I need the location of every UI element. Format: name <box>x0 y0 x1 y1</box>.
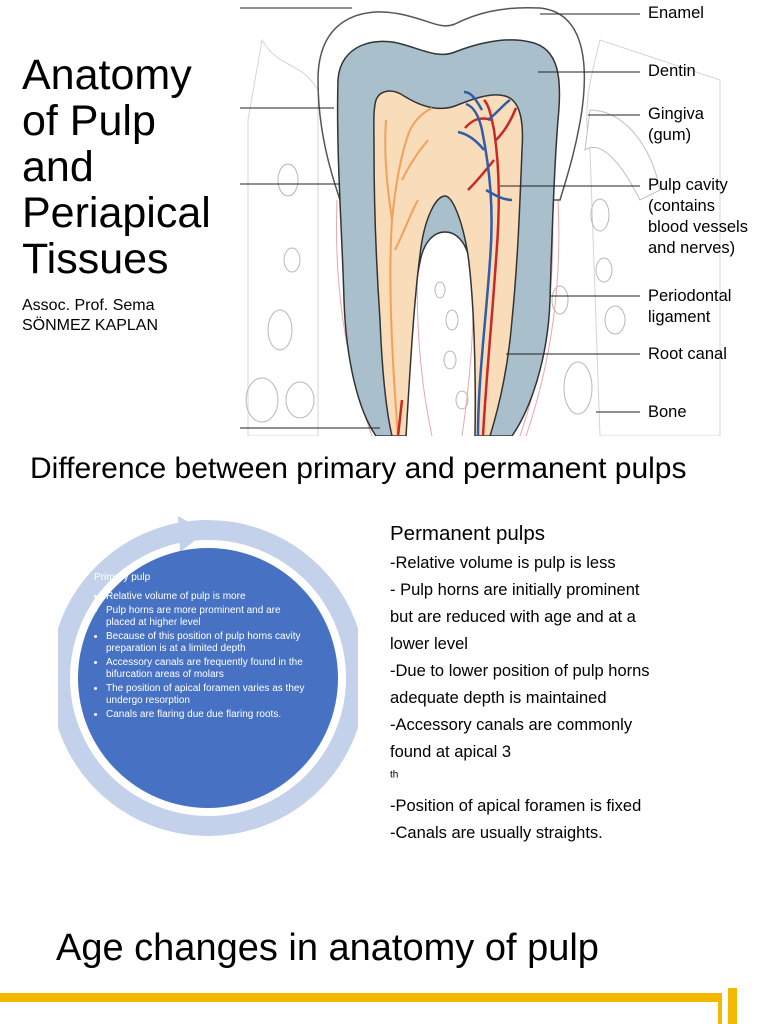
title-line: Tissues <box>22 235 169 283</box>
label-text: (contains <box>648 197 715 215</box>
list-item: adequate depth is maintained <box>390 689 607 707</box>
cycle-ring <box>58 520 358 836</box>
label-pulp-cavity: Pulp cavity (contains blood vessels and … <box>648 175 748 259</box>
slide-age-changes: Age changes in anatomy of pulp <box>0 866 768 1024</box>
list-item: -Due to lower position of pulp horns <box>390 662 650 680</box>
list-item: Accessory canals are frequently found in… <box>106 657 312 680</box>
list-item: - Pulp horns are initially prominent <box>390 581 640 599</box>
primary-pulp-disc <box>78 548 338 808</box>
title-line: of Pulp <box>22 97 156 145</box>
label-text: Enamel <box>648 4 704 22</box>
leader-lines <box>240 7 640 429</box>
pulp-shape <box>373 90 524 436</box>
primary-list: Relative volume of pulp is more Pulp hor… <box>84 591 312 721</box>
list-item: -Canals are usually straights. <box>390 824 603 842</box>
tooth-diagram <box>240 6 721 436</box>
cycle-graphic <box>58 516 358 836</box>
list-item: found at apical 3 th <box>390 739 750 793</box>
list-item: -Accessory canals are commonly <box>390 716 633 734</box>
title-line: Anatomy <box>22 51 192 99</box>
accent-bar-end <box>718 993 722 1024</box>
list-item: -Relative volume is pulp is less <box>390 554 616 572</box>
label-root-canal: Root canal <box>648 344 727 365</box>
gingiva-shape <box>584 109 661 201</box>
apex-vessels <box>396 399 404 436</box>
label-enamel: Enamel <box>648 3 704 24</box>
list-item: Relative volume of pulp is more <box>106 591 312 603</box>
label-gingiva: Gingiva (gum) <box>648 104 704 146</box>
label-periodontal-ligament: Periodontal ligament <box>648 286 731 328</box>
label-text: ligament <box>648 308 711 326</box>
author: Assoc. Prof. Sema SÖNMEZ KAPLAN <box>22 296 242 336</box>
title-line: and <box>22 143 94 191</box>
accent-bar-stripe <box>728 988 737 1024</box>
title-line: Periapical <box>22 189 211 237</box>
label-dentin: Dentin <box>648 61 696 82</box>
slide-primary-vs-permanent: Difference between primary and permanent… <box>0 436 768 866</box>
list-item: lower level <box>390 635 468 653</box>
list-item: but are reduced with age and at a <box>390 608 636 626</box>
dentin-shape <box>336 39 561 436</box>
ordinal-superscript: th <box>390 769 399 781</box>
slide-title: Difference between primary and permanent… <box>30 452 687 485</box>
label-text: (gum) <box>648 126 692 144</box>
list-item: Canals are flaring due due flaring roots… <box>106 709 312 721</box>
slide-title: Age changes in anatomy of pulp <box>56 927 599 969</box>
list-item-text: found at apical 3 <box>390 743 512 761</box>
primary-heading: Primary pulp <box>94 572 151 583</box>
primary-pulp-box: Primary pulp Relative volume of pulp is … <box>84 572 312 724</box>
slide-title: Anatomy of Pulp and Periapical Tissues <box>22 52 252 282</box>
cycle-arrow-head <box>178 516 206 552</box>
label-text: and nerves) <box>648 239 736 257</box>
label-text: Dentin <box>648 62 696 80</box>
nerve-fibers <box>384 107 433 436</box>
accent-bar <box>0 993 718 1002</box>
label-text: Bone <box>648 403 687 421</box>
list-item: -Position of apical foramen is fixed <box>390 797 642 815</box>
author-line: SÖNMEZ KAPLAN <box>22 317 159 334</box>
label-text: Root canal <box>648 345 727 363</box>
label-text: Pulp cavity <box>648 176 728 194</box>
author-line: Assoc. Prof. Sema <box>22 297 155 314</box>
bone-illustration <box>245 38 721 436</box>
permanent-heading: Permanent pulps <box>390 522 545 545</box>
label-text: Gingiva <box>648 105 704 123</box>
list-item: The position of apical foramen varies as… <box>106 683 312 706</box>
label-text: Periodontal <box>648 287 732 305</box>
permanent-list: -Relative volume is pulp is less - Pulp … <box>390 550 750 847</box>
list-item: Pulp horns are more prominent and are pl… <box>106 605 312 628</box>
vein-vessels <box>457 90 513 436</box>
list-item: Because of this position of pulp horns c… <box>106 631 312 654</box>
label-bone: Bone <box>648 402 687 423</box>
slide-anatomy-title: Anatomy of Pulp and Periapical Tissues A… <box>0 0 768 436</box>
label-text: blood vessels <box>648 218 748 236</box>
